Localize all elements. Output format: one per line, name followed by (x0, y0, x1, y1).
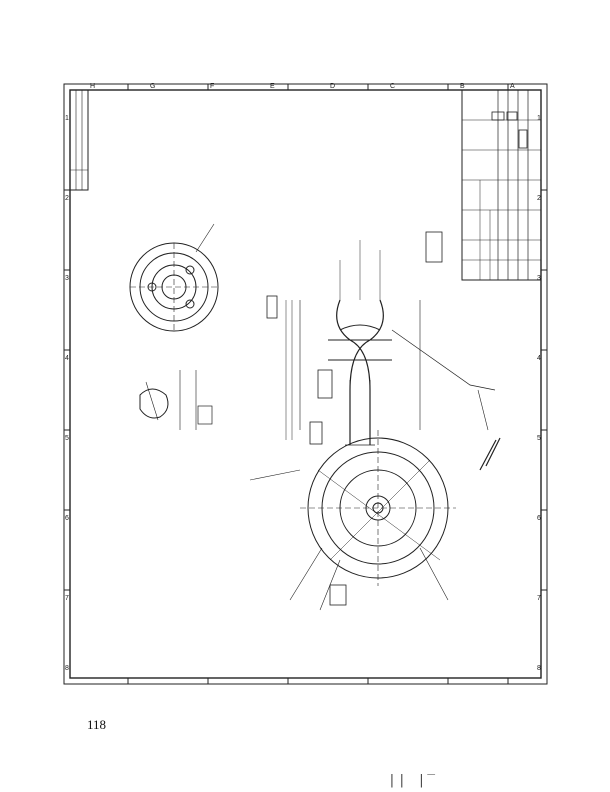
svg-text:8: 8 (65, 665, 69, 672)
section-a-profile (336, 299, 384, 445)
svg-text:1: 1 (65, 115, 69, 122)
svg-text:5: 5 (65, 435, 69, 442)
sheet-inner-border (69, 89, 542, 679)
zone-letter-h: H (90, 83, 95, 90)
zone-letter-f: F (210, 83, 214, 90)
svg-text:7: 7 (65, 595, 69, 602)
zone-letter-e: E (270, 83, 275, 90)
svg-text:1: 1 (537, 115, 541, 122)
svg-text:7: 7 (537, 595, 541, 602)
svg-text:6: 6 (537, 515, 541, 522)
svg-text:4: 4 (65, 355, 69, 362)
svg-text:2: 2 (537, 195, 541, 202)
svg-text:6: 6 (65, 515, 69, 522)
svg-text:5: 5 (537, 435, 541, 442)
zone-letter-c: C (390, 83, 395, 90)
detail-d-profile (139, 388, 169, 419)
svg-text:3: 3 (537, 275, 541, 282)
svg-text:4: 4 (537, 355, 541, 362)
svg-text:3: 3 (65, 275, 69, 282)
zone-letter-d: D (330, 83, 335, 90)
revision-block (69, 89, 89, 191)
sheet-outer-border (63, 83, 548, 685)
svg-text:2: 2 (65, 195, 69, 202)
zone-letter-a: A (510, 83, 515, 90)
page-number: 118 (87, 717, 107, 732)
zone-letter-g: G (150, 83, 155, 90)
zone-letter-b: B (460, 83, 465, 90)
svg-text:8: 8 (537, 665, 541, 672)
scan-marks: || |‾ (388, 773, 438, 788)
title-block (461, 89, 542, 281)
